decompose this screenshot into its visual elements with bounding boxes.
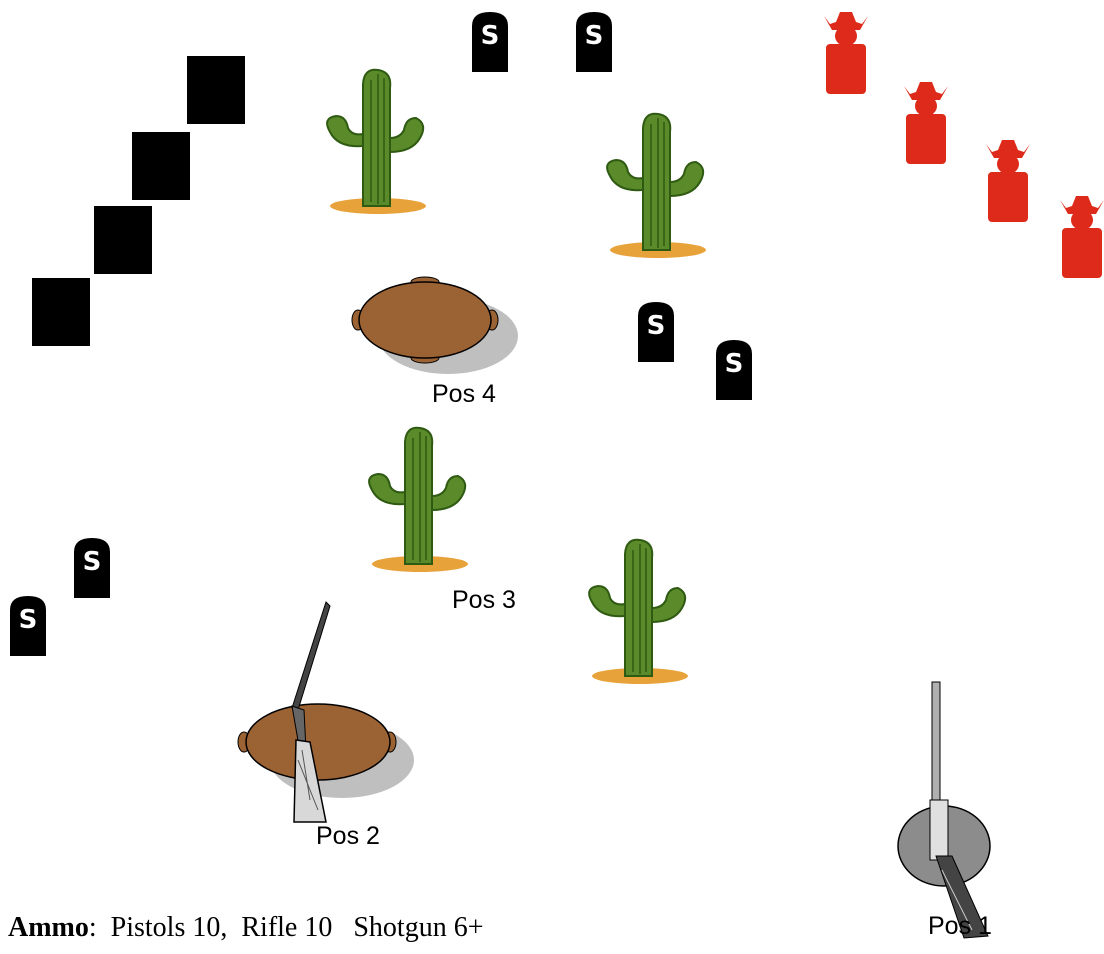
tombstone-target: S bbox=[576, 12, 612, 72]
red-cowboy-target-icon bbox=[1058, 196, 1104, 278]
table-pos4-icon bbox=[352, 276, 524, 376]
ammo-label: Ammo bbox=[8, 912, 89, 943]
red-cowboy-target-icon bbox=[822, 12, 870, 94]
cactus-icon bbox=[588, 110, 718, 260]
tombstone-target: S bbox=[74, 538, 110, 598]
cactus-icon bbox=[570, 536, 700, 686]
square-target-4 bbox=[32, 278, 90, 346]
ammo-text: Pistols 10, Rifle 10 Shotgun 6+ bbox=[111, 912, 484, 943]
tombstone-letter: S bbox=[472, 22, 508, 50]
shotgun-icon bbox=[270, 600, 334, 824]
square-target-1 bbox=[187, 56, 245, 124]
tombstone-letter: S bbox=[74, 548, 110, 576]
pos-2-label: Pos 2 bbox=[316, 822, 380, 851]
tombstone-letter: S bbox=[638, 312, 674, 340]
cactus-icon bbox=[308, 66, 438, 216]
tombstone-target: S bbox=[716, 340, 752, 400]
square-target-2 bbox=[132, 132, 190, 200]
ammo-separator: : bbox=[89, 912, 97, 943]
tombstone-letter: S bbox=[10, 606, 46, 634]
pos-3-label: Pos 3 bbox=[452, 586, 516, 615]
red-cowboy-target-icon bbox=[984, 140, 1032, 222]
pos-1-label: Pos 1 bbox=[928, 912, 992, 941]
tombstone-target: S bbox=[10, 596, 46, 656]
rifle-icon bbox=[922, 680, 994, 940]
pos-4-label: Pos 4 bbox=[432, 380, 496, 409]
ammo-line: Ammo: Pistols 10, Rifle 10 Shotgun 6+ bbox=[8, 912, 484, 944]
tombstone-letter: S bbox=[716, 350, 752, 378]
cactus-icon bbox=[350, 424, 480, 574]
tombstone-target: S bbox=[638, 302, 674, 362]
square-target-3 bbox=[94, 206, 152, 274]
tombstone-target: S bbox=[472, 12, 508, 72]
tombstone-letter: S bbox=[576, 22, 612, 50]
red-cowboy-target-icon bbox=[902, 82, 950, 164]
